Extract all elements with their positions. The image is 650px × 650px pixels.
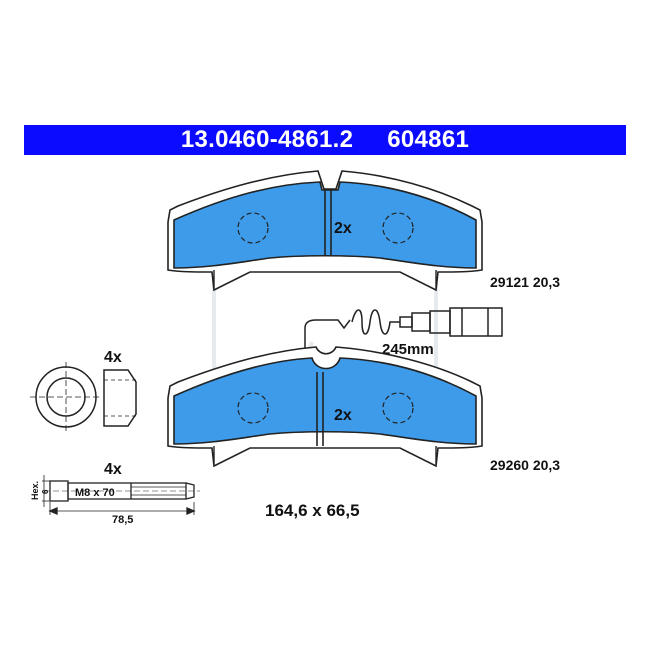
- short-part-number: 604861: [387, 126, 470, 153]
- brake-pad-bottom: 2x: [167, 346, 483, 468]
- guide-bolt: [42, 475, 200, 515]
- pad-bottom-rivet-right: [382, 392, 414, 424]
- guide-sleeve: [30, 362, 137, 432]
- sensor-length: 245mm: [382, 341, 434, 358]
- part-number-banner: 13.0460-4861.2 604861: [24, 125, 626, 155]
- pad-top-rivet-right: [382, 212, 414, 244]
- pad-top-rivet-left: [237, 212, 269, 244]
- pad-bottom-code: 29260 20,3: [490, 457, 560, 473]
- sensor-spring: [351, 309, 400, 335]
- sleeve-quantity: 4x: [104, 349, 122, 366]
- pad-top-quantity: 2x: [334, 220, 352, 237]
- pad-bottom-quantity: 2x: [334, 407, 352, 424]
- part-number: 13.0460-4861.2: [180, 126, 354, 153]
- bolt-hex-size: 6: [41, 489, 50, 494]
- bolt-thread: M8 x 70: [75, 487, 115, 499]
- pad-bottom-rivet-left: [237, 392, 269, 424]
- pad-dimensions: 164,6 x 66,5: [265, 501, 360, 520]
- bolt-quantity: 4x: [104, 461, 122, 478]
- wear-sensor: [304, 307, 503, 352]
- bolt-hex-label: Hex.: [30, 481, 40, 500]
- bolt-length: 78,5: [112, 514, 133, 526]
- brake-pad-top: 2x: [167, 170, 483, 292]
- pad-top-code: 29121 20,3: [490, 274, 560, 290]
